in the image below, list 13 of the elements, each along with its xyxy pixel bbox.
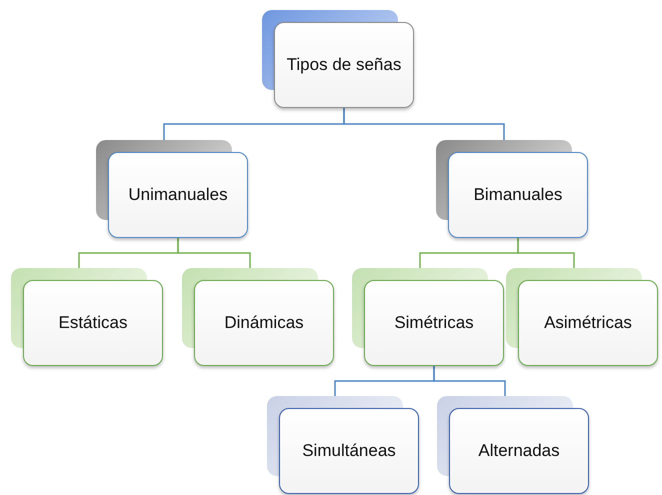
category-label: Dinámicas (224, 312, 304, 334)
category-label: Estáticas (58, 312, 128, 334)
category-label: Alternadas (478, 440, 560, 462)
category-label: Simultáneas (302, 440, 396, 462)
category-label: Unimanuales (128, 184, 228, 206)
connector-line (177, 238, 251, 268)
connector-line (343, 108, 505, 140)
category-label: Simétricas (394, 312, 474, 334)
connector-line (517, 238, 575, 268)
connector-line (433, 366, 506, 396)
category-label: Asimétricas (544, 312, 632, 334)
category-label: Bimanuales (474, 184, 562, 206)
category-label: Tipos de señas (286, 54, 402, 76)
